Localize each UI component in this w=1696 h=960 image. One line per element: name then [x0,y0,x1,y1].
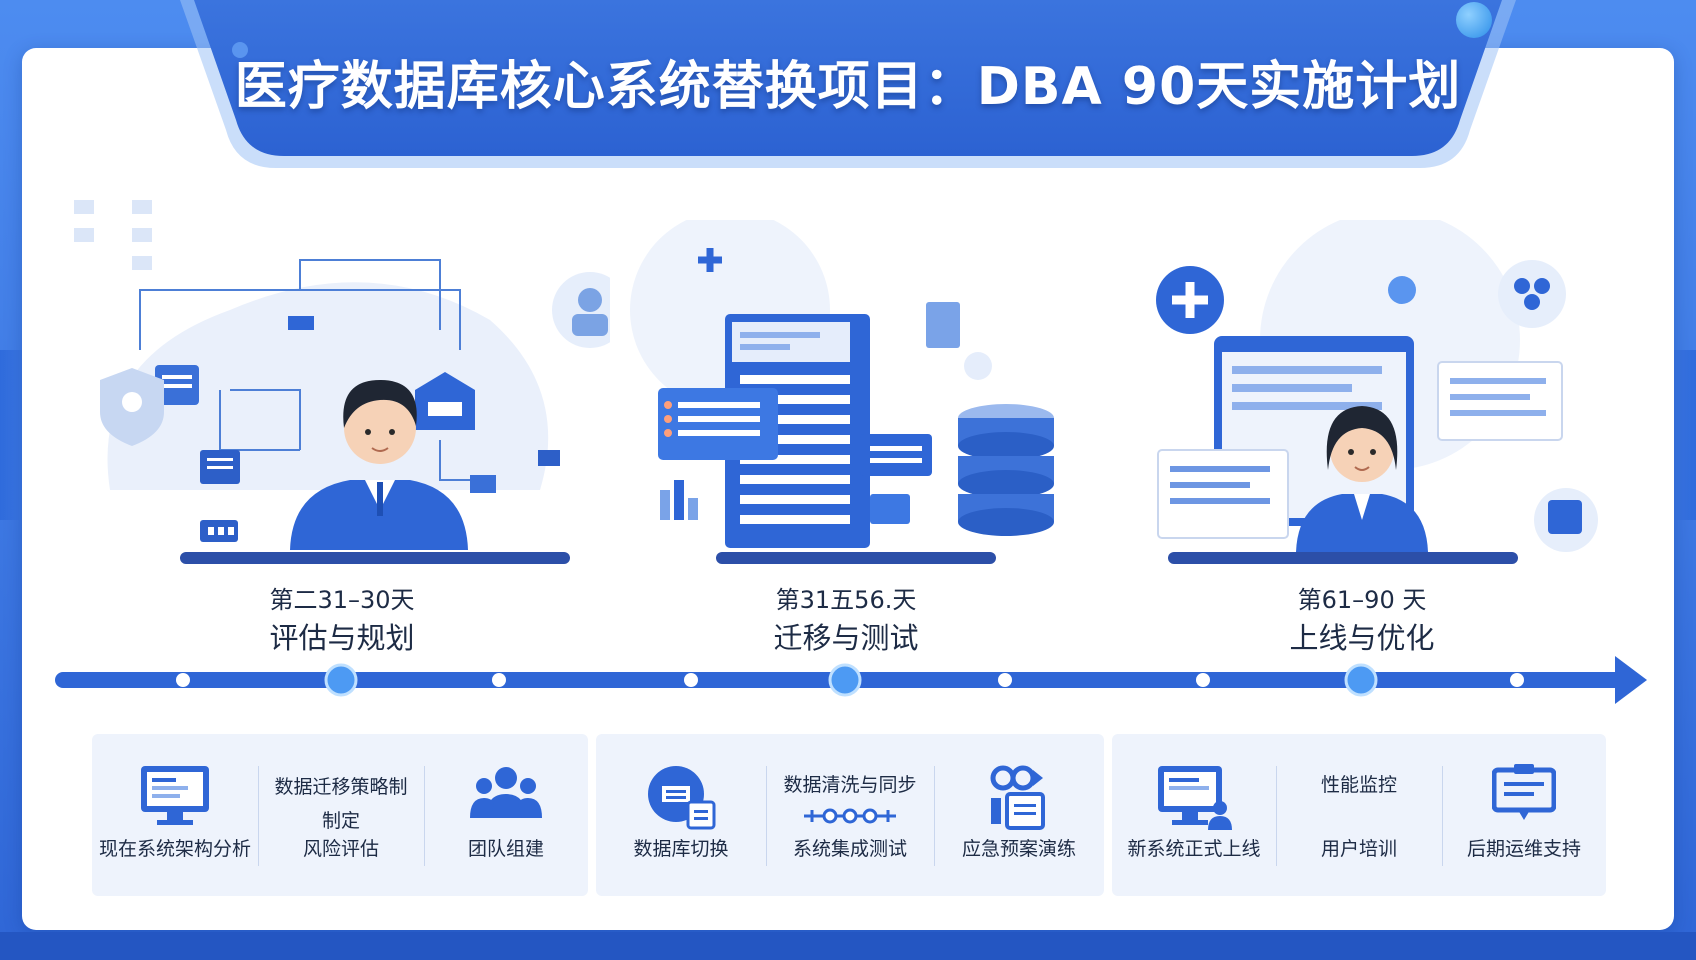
launch-scene-svg [1156,210,1598,564]
planning-illustration [70,190,628,570]
emergency-drill-icon [990,765,1045,830]
title-banner-shape [180,0,1516,168]
task-migration-strategy: 数据迁移策略制 制定 风险评估 [258,734,424,896]
task-performance-monitoring: 性能监控 用户培训 [1276,734,1442,896]
timeline-arrow [55,656,1647,704]
task-label: 应急预案演练 [961,838,1076,860]
phase-2-days: 第31五56.天 [775,586,917,614]
separator [258,766,259,866]
phase-2-name: 迁移与测试 [773,621,919,655]
timeline-dot [492,673,506,687]
separator [766,766,767,866]
team-icon [470,767,542,818]
bottom-bar [0,932,1696,960]
timeline-dot [998,673,1012,687]
separator [1276,766,1277,866]
phase-1-name: 评估与规划 [269,621,415,655]
page-title: 医疗数据库核心系统替换项目：DBA 90天实施计划 [234,57,1462,117]
task-label: 系统集成测试 [792,838,907,860]
task-team-building: 团队组建 [424,734,588,896]
phase-3-days: 第61–90 天 [1297,586,1427,614]
task-emergency-drill: 应急预案演练 [934,734,1104,896]
migration-illustration [620,210,1080,570]
timeline [55,650,1655,710]
phase-1-task-panel: 现在系统架构分析 数据迁移策略制 制定 风险评估 团队组建 [92,734,588,896]
milestone-1 [324,663,358,697]
timeline-dot [1510,673,1524,687]
task-label: 现在系统架构分析 [98,838,251,860]
timeline-dot [1196,673,1210,687]
phase-1-label: 第二31–30天 评估与规划 [192,584,492,658]
title-banner: 医疗数据库核心系统替换项目：DBA 90天实施计划 [180,0,1516,168]
task-label: 数据库切换 [633,838,729,860]
phase-3-task-panel: 新系统正式上线 性能监控 用户培训 后期运维支持 [1112,734,1606,896]
task-label-top: 数据清洗与同步 [783,774,917,796]
milestone-3 [1344,663,1378,697]
milestone-2 [828,663,862,697]
task-label: 团队组建 [467,838,544,860]
separator [1442,766,1443,866]
task-data-sync: 数据清洗与同步 系统集成测试 [766,734,934,896]
timeline-dot [176,673,190,687]
phase-2-label: 第31五56.天 迁移与测试 [696,584,996,658]
monitor-icon [141,766,209,825]
migration-scene-svg [630,210,1054,564]
database-switch-icon [648,766,716,830]
task-label: 风险评估 [302,838,379,860]
sync-icon [804,808,896,824]
task-label-top: 性能监控 [1320,774,1397,796]
decor-bubble [1456,2,1492,38]
task-label-top: 数据迁移策略制 制定 [274,776,408,832]
phase-2-task-panel: 数据库切换 数据清洗与同步 系统集成测试 应急预案演练 [596,734,1104,896]
decor-dot [232,42,248,58]
phase-1-days: 第二31–30天 [269,586,415,614]
separator [424,766,425,866]
phase-3-name: 上线与优化 [1289,621,1435,655]
task-database-switch: 数据库切换 [596,734,766,896]
planning-scene-svg [74,200,628,564]
launch-icon [1158,766,1232,830]
task-label: 新系统正式上线 [1127,838,1261,860]
task-label: 用户培训 [1320,838,1397,860]
timeline-dot [684,673,698,687]
phase-3-label: 第61–90 天 上线与优化 [1212,584,1512,658]
task-go-live: 新系统正式上线 [1112,734,1276,896]
task-current-architecture: 现在系统架构分析 [92,734,258,896]
separator [934,766,935,866]
task-label: 后期运维支持 [1466,838,1581,860]
support-icon [1492,764,1556,820]
launch-illustration [1100,210,1620,570]
task-maintenance-support: 后期运维支持 [1442,734,1606,896]
